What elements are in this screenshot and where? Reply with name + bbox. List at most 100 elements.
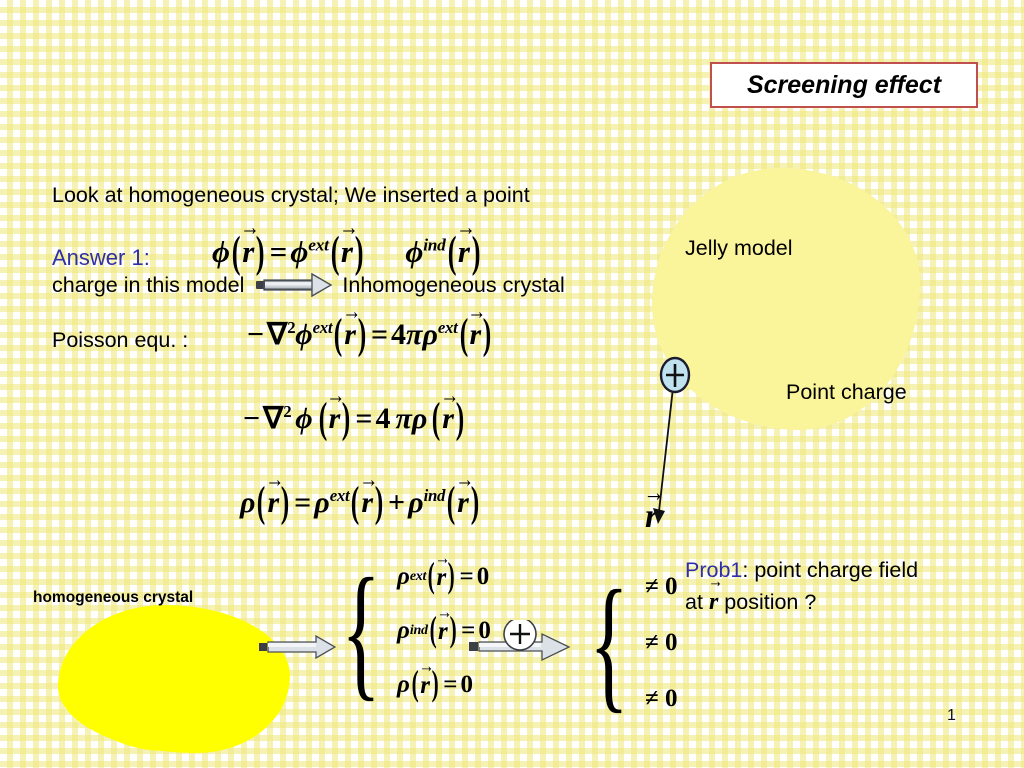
open-paren: ( bbox=[447, 225, 457, 277]
value-zero: 0 bbox=[460, 671, 474, 698]
poisson-label: Poisson equ. : bbox=[52, 328, 189, 352]
open-paren: ( bbox=[257, 478, 266, 527]
left-curly-brace: { bbox=[341, 548, 381, 714]
problem-statement: Prob1: point charge field at r position … bbox=[685, 555, 918, 617]
close-paren: ) bbox=[357, 310, 367, 359]
close-paren: ) bbox=[342, 394, 351, 443]
vector-r: r bbox=[457, 484, 469, 520]
left-curly-brace: { bbox=[589, 560, 629, 726]
rho-ind-symbol: ρ bbox=[408, 486, 424, 519]
vector-r: r bbox=[341, 232, 353, 270]
system-rows: ρext(r)=0 ρind(r)=0 ρ(r)=0 bbox=[397, 557, 491, 704]
intro-line-2-after: Inhomogeneous crystal bbox=[342, 273, 565, 297]
phi-ind-symbol: ϕ bbox=[405, 234, 424, 269]
problem-line-1-rest: : point charge field bbox=[742, 558, 919, 582]
intro-line-2-before: charge in this model bbox=[52, 273, 245, 297]
right-block-arrow-icon bbox=[254, 273, 333, 297]
intro-line-1: Look at homogeneous crystal; We inserted… bbox=[52, 183, 530, 207]
homogeneous-crystal-blob bbox=[58, 605, 290, 753]
close-paren: ) bbox=[374, 478, 384, 527]
vector-r: r bbox=[442, 400, 454, 436]
vector-r: r bbox=[361, 484, 373, 520]
close-paren: ) bbox=[449, 610, 457, 650]
phi-superscript: ext bbox=[312, 318, 333, 337]
homogeneous-crystal-label: homogeneous crystal bbox=[33, 589, 194, 606]
vector-r: r bbox=[329, 400, 341, 436]
vector-r: r bbox=[344, 316, 356, 352]
close-paren: ) bbox=[482, 310, 492, 359]
intro-paragraph: Look at homogeneous crystal; We inserted… bbox=[52, 120, 565, 360]
slide-title: Screening effect bbox=[746, 70, 942, 99]
close-paren: ) bbox=[471, 225, 481, 277]
phi-ext-symbol: ϕ bbox=[290, 234, 309, 269]
rho-symbol: ρ bbox=[397, 563, 410, 590]
system-rows: ≠ 0 ≠ 0 ≠ 0 bbox=[645, 572, 677, 714]
rho-superscript: ind bbox=[409, 623, 428, 638]
phi-symbol: ϕ bbox=[295, 402, 313, 435]
vector-r: r bbox=[709, 585, 718, 617]
close-paren: ) bbox=[431, 664, 439, 704]
rho-ext-symbol: ρ bbox=[314, 486, 330, 519]
inhomogeneous-arrow-slot bbox=[244, 271, 342, 299]
answer-label: Answer 1: bbox=[52, 245, 150, 270]
system-row: ρext(r)=0 bbox=[397, 557, 491, 596]
vector-r: r bbox=[267, 484, 279, 520]
open-paren: ( bbox=[459, 310, 468, 359]
open-paren: ( bbox=[429, 610, 437, 650]
nabla-symbol: ∇ bbox=[267, 318, 288, 351]
system-row: ≠ 0 bbox=[645, 573, 678, 600]
pi-symbol: π bbox=[406, 318, 423, 351]
point-charge-pin bbox=[644, 356, 784, 530]
close-paren: ) bbox=[455, 394, 465, 443]
pi-symbol: π bbox=[395, 402, 412, 435]
rho-superscript: ext bbox=[437, 318, 458, 337]
open-paren: ( bbox=[330, 225, 340, 277]
phi-symbol: ϕ bbox=[295, 318, 313, 351]
rho-symbol: ρ bbox=[422, 318, 438, 351]
coefficient-four: 4 bbox=[375, 402, 391, 435]
open-paren: ( bbox=[318, 394, 327, 443]
close-paren: ) bbox=[470, 478, 480, 527]
close-paren: ) bbox=[280, 478, 290, 527]
rho-symbol: ρ bbox=[411, 402, 428, 435]
open-paren: ( bbox=[351, 478, 360, 527]
nabla-exponent: 2 bbox=[283, 402, 292, 421]
system-row: ≠ 0 bbox=[645, 685, 678, 712]
close-paren: ) bbox=[354, 225, 364, 277]
page-number: 1 bbox=[947, 707, 956, 724]
rho-ext-superscript: ext bbox=[329, 486, 350, 505]
phi-ind-superscript: ind bbox=[423, 235, 446, 255]
rho-symbol: ρ bbox=[397, 617, 410, 644]
problem-line-2: at r position ? bbox=[685, 585, 918, 617]
slide-title-box: Screening effect bbox=[710, 62, 978, 108]
vector-r: r bbox=[438, 616, 448, 646]
rho-symbol: ρ bbox=[397, 671, 410, 698]
open-paren: ( bbox=[334, 310, 343, 359]
equals-sign: = bbox=[443, 671, 458, 698]
phi-symbol: ϕ bbox=[212, 234, 230, 269]
rho-ind-superscript: ind bbox=[423, 486, 446, 505]
open-paren: ( bbox=[432, 394, 441, 443]
coefficient-four: 4 bbox=[391, 318, 407, 351]
right-block-arrow-icon bbox=[258, 634, 337, 660]
system-row: ρind(r)=0 bbox=[397, 611, 491, 650]
vector-r: r bbox=[458, 232, 470, 270]
rho-symbol: ρ bbox=[240, 486, 256, 519]
nabla-exponent: 2 bbox=[287, 318, 296, 337]
open-paren: ( bbox=[446, 478, 456, 527]
value-zero: 0 bbox=[476, 563, 490, 590]
minus-sign: − bbox=[247, 318, 265, 351]
minus-sign: − bbox=[243, 402, 261, 435]
vector-r: r bbox=[645, 496, 658, 536]
equation-poisson-external: −∇2ϕext(r)=4πρext(r) bbox=[244, 310, 493, 358]
rho-superscript: ext bbox=[409, 569, 427, 584]
jelly-model-blob bbox=[652, 168, 920, 430]
open-paren: ( bbox=[427, 556, 435, 596]
open-paren: ( bbox=[231, 225, 241, 277]
jelly-model-label: Jelly model bbox=[685, 236, 793, 260]
equals-sign: = bbox=[461, 617, 476, 644]
nabla-symbol: ∇ bbox=[263, 402, 284, 435]
open-paren: ( bbox=[411, 664, 419, 704]
close-paren: ) bbox=[256, 225, 265, 277]
